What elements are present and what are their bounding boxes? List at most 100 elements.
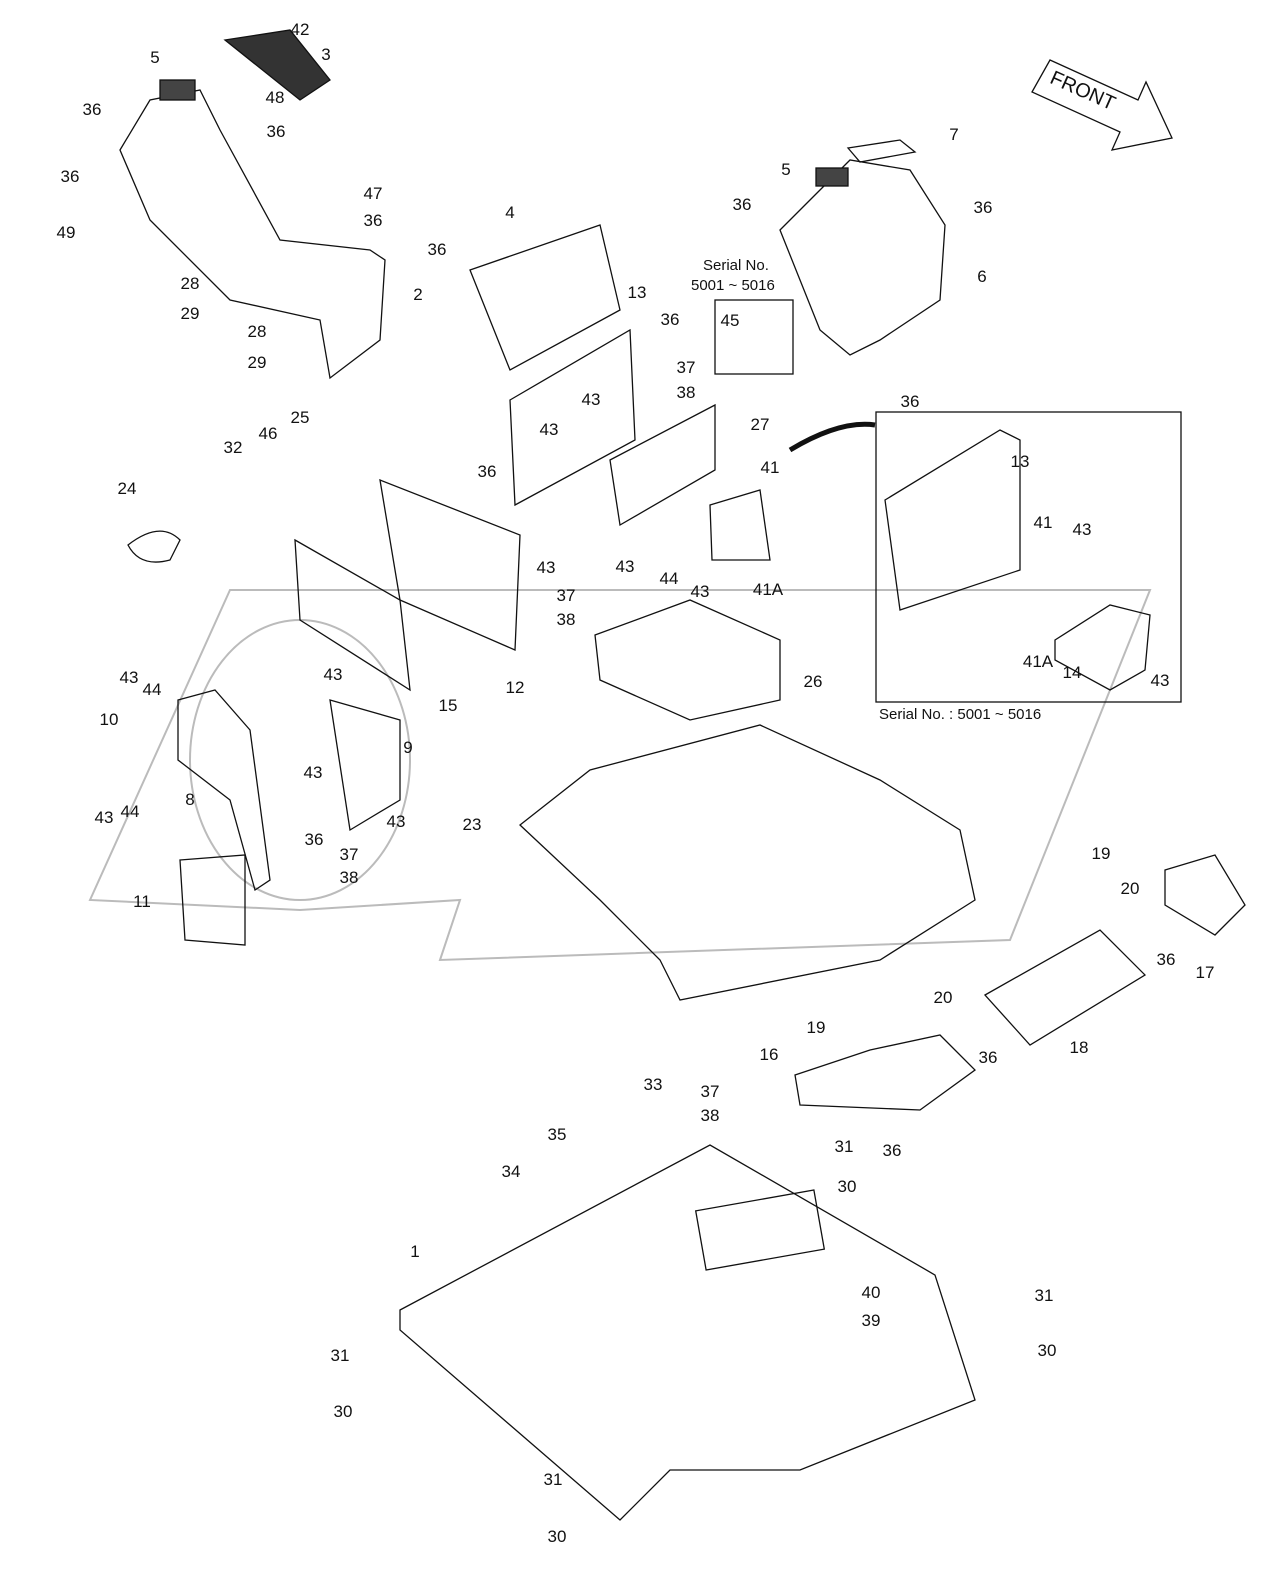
callout-3: 3 [321, 45, 331, 64]
callout-43: 43 [303, 763, 323, 782]
callout-43: 43 [386, 812, 406, 831]
cover-part-7 [846, 139, 917, 163]
grille-part-3 [223, 29, 331, 101]
callout-36: 36 [978, 1048, 998, 1067]
callout-4: 4 [505, 203, 515, 222]
callout-33: 33 [643, 1075, 663, 1094]
callout-16: 16 [759, 1045, 779, 1064]
duct-part-16 [794, 1034, 976, 1111]
callout-9: 9 [403, 738, 413, 757]
callout-36: 36 [304, 830, 324, 849]
front-arrow-icon [1031, 59, 1173, 151]
callout-38: 38 [676, 383, 696, 402]
inset-caption: Serial No. : 5001 ~ 5016 [879, 706, 1042, 723]
callout-36: 36 [732, 195, 752, 214]
callout-5: 5 [781, 160, 791, 179]
frame-part-15 [294, 538, 411, 692]
callout-44: 44 [659, 569, 679, 588]
callout-41A: 41A [752, 580, 784, 599]
callout-31: 31 [834, 1137, 854, 1156]
callout-31: 31 [1034, 1286, 1054, 1305]
callout-6: 6 [977, 267, 987, 286]
bracket-part-8 [177, 689, 271, 892]
callout-7: 7 [949, 125, 959, 144]
duct-part-18 [983, 929, 1147, 1046]
callout-44: 44 [120, 802, 140, 821]
callout-29: 29 [180, 304, 200, 323]
callout-43: 43 [119, 668, 139, 687]
watermark-logo [88, 589, 1152, 962]
callout-36: 36 [363, 211, 383, 230]
callout-12: 12 [505, 678, 525, 697]
callout-43: 43 [1150, 671, 1170, 690]
floor-mat-part-23 [519, 724, 976, 1001]
callout-20: 20 [1120, 879, 1140, 898]
serial-box-line2: 5001 ~ 5016 [691, 277, 775, 294]
callout-43: 43 [581, 390, 601, 409]
callout-43: 43 [1072, 520, 1092, 539]
hatch [694, 1189, 826, 1271]
callout-39: 39 [861, 1311, 881, 1330]
callout-36: 36 [882, 1141, 902, 1160]
base-plate-part-1 [399, 1144, 976, 1521]
callout-35: 35 [547, 1125, 567, 1144]
callout-25: 25 [290, 408, 310, 427]
callout-38: 38 [700, 1106, 720, 1125]
callout-31: 31 [330, 1346, 350, 1365]
callout-5: 5 [150, 48, 160, 67]
frame-part-12 [379, 478, 521, 651]
inset-shield-14 [1054, 604, 1151, 691]
callout-8: 8 [185, 790, 195, 809]
callout-36: 36 [1156, 950, 1176, 969]
callout-14: 14 [1062, 663, 1082, 682]
callout-43: 43 [94, 808, 114, 827]
callout-28: 28 [247, 322, 267, 341]
callout-30: 30 [333, 1402, 353, 1421]
callout-38: 38 [339, 868, 359, 887]
callout-36: 36 [266, 122, 286, 141]
callout-45: 45 [720, 311, 740, 330]
bracket-part-13 [509, 328, 636, 507]
callout-13: 13 [1010, 452, 1030, 471]
serial-box [714, 299, 794, 375]
callout-36: 36 [973, 198, 993, 217]
callout-24: 24 [117, 479, 137, 498]
callout-48: 48 [265, 88, 285, 107]
callout-36: 36 [477, 462, 497, 481]
inset-bracket-13 [884, 429, 1021, 611]
pad-part-5b [815, 167, 849, 187]
callout-19: 19 [1091, 844, 1111, 863]
console-part-2 [119, 89, 386, 380]
plate-part-27 [609, 403, 716, 527]
callout-42: 42 [290, 20, 310, 39]
callout-30: 30 [547, 1527, 567, 1546]
callout-43: 43 [539, 420, 559, 439]
pad-part-24 [127, 530, 181, 563]
callout-43: 43 [323, 665, 343, 684]
callout-27: 27 [750, 415, 770, 434]
callout-37: 37 [556, 586, 576, 605]
callout-43: 43 [536, 558, 556, 577]
callout-49: 49 [56, 223, 76, 242]
callout-43: 43 [615, 557, 635, 576]
callout-40: 40 [861, 1283, 881, 1302]
callout-31: 31 [543, 1470, 563, 1489]
callout-15: 15 [438, 696, 458, 715]
callout-13: 13 [627, 283, 647, 302]
callout-11: 11 [133, 892, 151, 911]
console-part-6 [779, 159, 946, 356]
callout-32: 32 [223, 438, 243, 457]
duct-part-17 [1164, 854, 1246, 936]
callout-17: 17 [1195, 963, 1215, 982]
inset-pointer [788, 421, 876, 453]
callout-1: 1 [410, 1242, 420, 1261]
callout-41: 41 [1033, 513, 1053, 532]
callout-47: 47 [363, 184, 383, 203]
pad-part-5 [159, 79, 196, 101]
callout-19: 19 [806, 1018, 826, 1037]
callout-37: 37 [676, 358, 696, 377]
shield-part-9 [329, 699, 401, 832]
callout-46: 46 [258, 424, 278, 443]
box-part-26 [594, 599, 781, 721]
panel-part-4 [469, 224, 621, 371]
